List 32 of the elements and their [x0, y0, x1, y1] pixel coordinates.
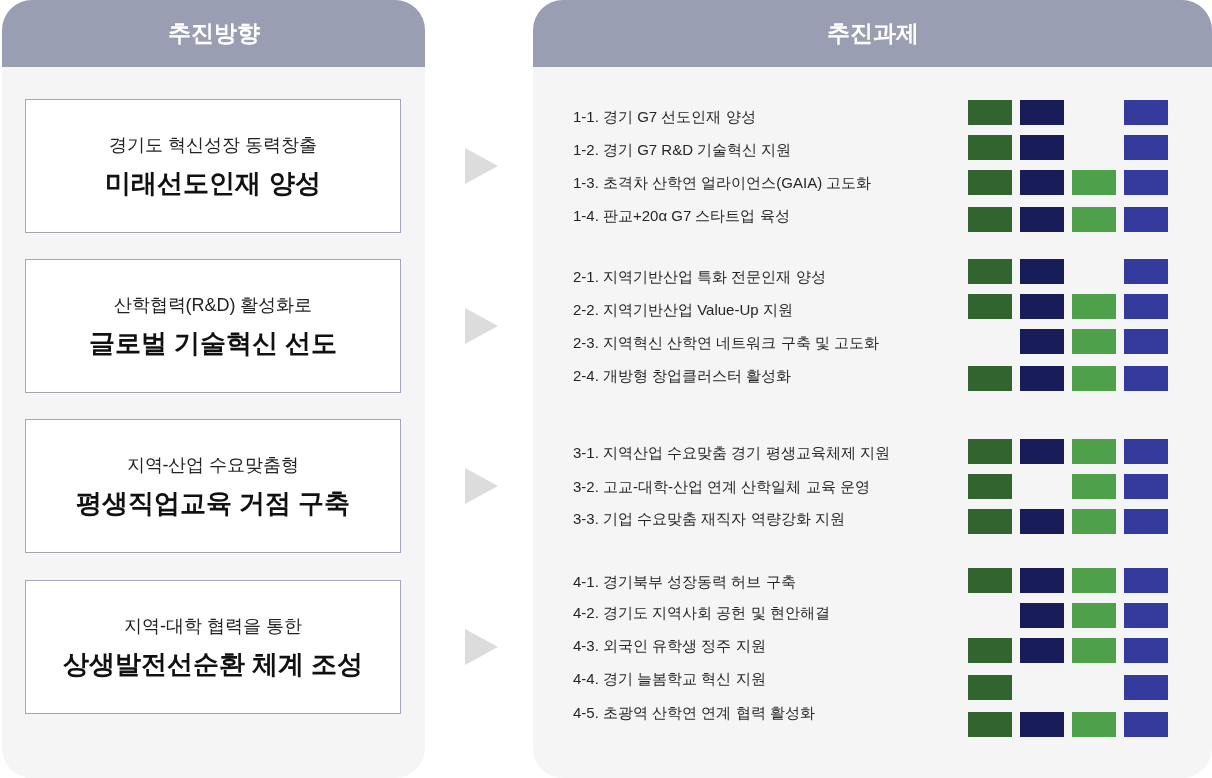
- text-box: [25, 419, 401, 553]
- box-subtitle: 지역-대학 협력을 통한: [124, 614, 302, 637]
- task-item: 1-1. 경기 G7 선도인재 양성: [573, 107, 756, 127]
- task-item: 1-2. 경기 G7 R&D 기술혁신 지원: [573, 140, 792, 160]
- task-item: 4-5. 초광역 산학연 연계 협력 활성화: [573, 703, 815, 723]
- box-title: 글로벌 기술혁신 선도: [88, 326, 338, 359]
- task-item: 3-3. 기업 수요맞춤 재직자 역량강화 지원: [573, 509, 845, 529]
- box-title: 상생발전선순환 체계 조성: [62, 647, 364, 680]
- task-item: 4-4. 경기 늘봄학교 혁신 지원: [573, 669, 766, 689]
- task-item: 4-1. 경기북부 성장동력 허브 구축: [573, 572, 796, 592]
- panel: [2, 0, 425, 778]
- task-item: 4-2. 경기도 지역사회 공헌 및 현안해결: [573, 603, 830, 623]
- panel: [533, 0, 1212, 778]
- task-item: 3-2. 고교-대학-산업 연계 산학일체 교육 운영: [573, 477, 870, 497]
- box-subtitle: 경기도 혁신성장 동력창출: [109, 133, 317, 156]
- task-item: 2-2. 지역기반산업 Value-Up 지원: [573, 300, 793, 320]
- text-box: [25, 99, 401, 233]
- task-item: 2-1. 지역기반산업 특화 전문인재 양성: [573, 267, 826, 287]
- task-item: 3-1. 지역산업 수요맞춤 경기 평생교육체제 지원: [573, 443, 890, 463]
- box-title: 평생직업교육 거점 구축: [75, 486, 351, 519]
- box-subtitle: 산학협력(R&D) 활성화로: [113, 293, 313, 316]
- task-item: 2-4. 개방형 창업클러스터 활성화: [573, 366, 792, 386]
- task-item: 1-4. 판교+20α G7 스타트업 육성: [573, 206, 790, 226]
- text-box: [25, 580, 401, 714]
- box-title: 미래선도인재 양성: [105, 166, 321, 199]
- panel-header: 추진방향: [2, 0, 425, 67]
- panel-header: 추진과제: [533, 0, 1212, 67]
- text-box: [25, 259, 401, 393]
- task-item: 4-3. 외국인 유학생 정주 지원: [573, 636, 766, 656]
- task-item: 1-3. 초격차 산학연 얼라이언스(GAIA) 고도화: [573, 173, 872, 193]
- task-item: 2-3. 지역혁신 산학연 네트워크 구축 및 고도화: [573, 333, 879, 353]
- box-subtitle: 지역-산업 수요맞춤형: [126, 453, 300, 476]
